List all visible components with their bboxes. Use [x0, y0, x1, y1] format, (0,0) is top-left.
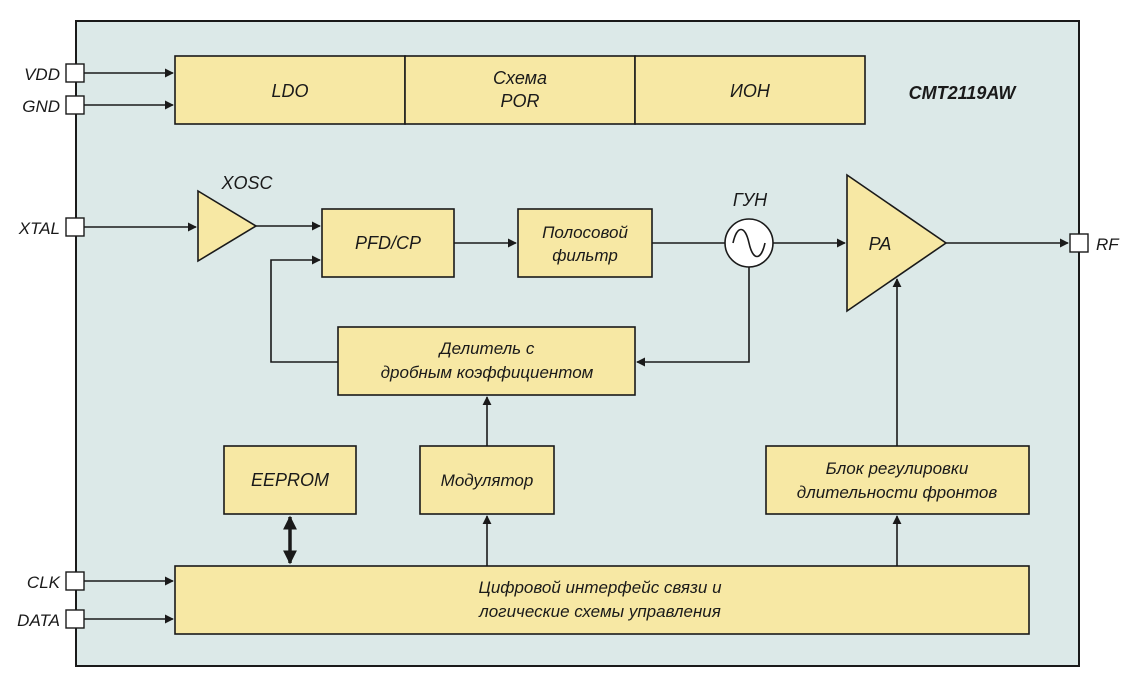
xosc-label: XOSC: [220, 173, 273, 193]
sine-wave-icon: [732, 228, 766, 258]
data-pin: [65, 609, 85, 629]
gnd-pin: [65, 95, 85, 115]
ion-label: ИОН: [730, 81, 771, 101]
pfd-label: PFD/CP: [355, 233, 421, 253]
eeprom-block: [223, 445, 357, 515]
digital-label-line1: Цифровой интерфейс связи и: [478, 578, 722, 597]
pa-amplifier: [846, 173, 948, 313]
xosc-amplifier: [197, 189, 258, 263]
divider-block: [337, 326, 636, 396]
filter-label-line2: фильтр: [552, 246, 618, 265]
ramp-label-line1: Блок регулировки: [826, 459, 969, 478]
divider-label-line1: Делитель с: [438, 339, 535, 358]
rf-label: RF: [1096, 235, 1120, 254]
vdd-pin: [65, 63, 85, 83]
ldo-block: [174, 55, 406, 125]
rf-pin: [1069, 233, 1089, 253]
clk-pin: [65, 571, 85, 591]
digital-label-line2: логические схемы управления: [478, 602, 721, 621]
vco-label: ГУН: [733, 190, 768, 210]
divider-to-pfd-wire: [270, 255, 338, 363]
chip-name: CMT2119AW: [909, 83, 1018, 103]
eeprom-label: EEPROM: [251, 470, 329, 490]
por-label-line1: Схема: [493, 68, 547, 88]
ramp-control-block: [765, 445, 1030, 515]
clk-label: CLK: [27, 573, 61, 592]
ion-block: [634, 55, 866, 125]
pa-label: PA: [869, 234, 892, 254]
filter-block: [517, 208, 653, 278]
modulator-label: Модулятор: [441, 471, 534, 490]
xtal-pin: [65, 217, 85, 237]
digital-interface-block: [174, 565, 1030, 635]
por-label-line2: POR: [500, 91, 539, 111]
por-block: [404, 55, 636, 125]
ramp-label-line2: длительности фронтов: [797, 483, 998, 502]
divider-label-line2: дробным коэффициентом: [381, 363, 594, 382]
ldo-label: LDO: [271, 81, 308, 101]
vdd-label: VDD: [24, 65, 60, 84]
vco-to-divider-wire: [636, 267, 750, 367]
data-label: DATA: [17, 611, 60, 630]
filter-label-line1: Полосовой: [542, 223, 628, 242]
gnd-label: GND: [22, 97, 60, 116]
xtal-label: XTAL: [18, 219, 60, 238]
pfd-block: [321, 208, 455, 278]
